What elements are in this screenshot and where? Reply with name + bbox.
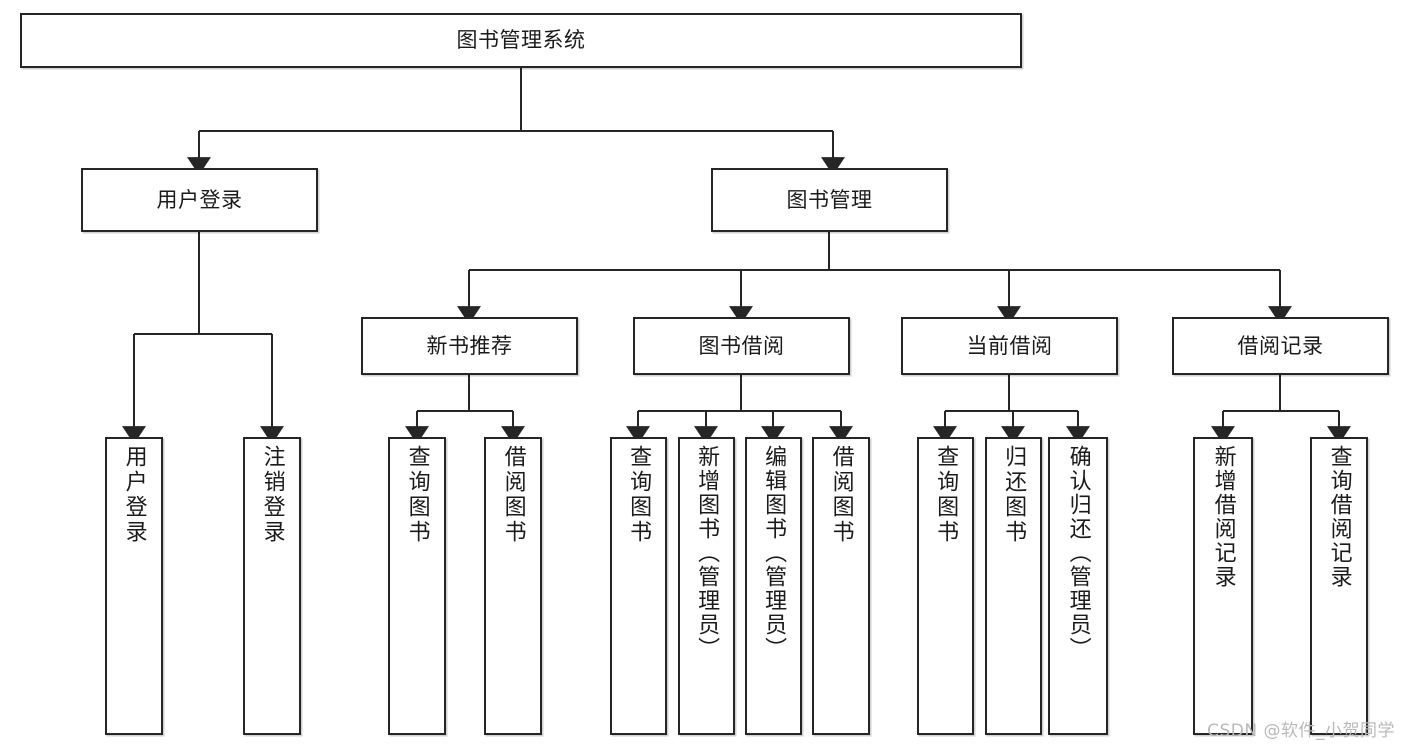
node-leaf-add-book-label: 新增图书（管理员） bbox=[694, 445, 720, 661]
node-current-borrow-label: 当前借阅 bbox=[966, 333, 1053, 358]
node-leaf-borrow-books-1-label: 借阅图书 bbox=[500, 445, 526, 545]
node-borrow-record-label: 借阅记录 bbox=[1237, 333, 1324, 358]
node-leaf-borrow-books-1[interactable]: 借阅图书 bbox=[484, 437, 542, 735]
node-leaf-edit-book-label: 编辑图书（管理员） bbox=[761, 445, 787, 661]
watermark-text: CSDN @软件_小贺同学 bbox=[1207, 721, 1395, 741]
node-leaf-confirm-return[interactable]: 确认归还（管理员） bbox=[1048, 437, 1108, 735]
node-leaf-edit-book[interactable]: 编辑图书（管理员） bbox=[745, 437, 802, 735]
node-book-management-label: 图书管理 bbox=[786, 187, 873, 212]
node-leaf-query-books-1-label: 查询图书 bbox=[404, 445, 430, 545]
node-book-borrow[interactable]: 图书借阅 bbox=[633, 317, 850, 375]
node-leaf-add-book[interactable]: 新增图书（管理员） bbox=[678, 437, 735, 735]
node-leaf-borrow-books-2-label: 借阅图书 bbox=[828, 445, 854, 545]
node-leaf-query-books-2-label: 查询图书 bbox=[626, 445, 652, 545]
node-leaf-borrow-books-2[interactable]: 借阅图书 bbox=[812, 437, 870, 735]
node-book-management[interactable]: 图书管理 bbox=[711, 168, 948, 232]
node-leaf-add-record-label: 新增借阅记录 bbox=[1210, 445, 1236, 589]
node-user-login[interactable]: 用户登录 bbox=[81, 168, 318, 232]
node-leaf-query-record-label: 查询借阅记录 bbox=[1326, 445, 1352, 589]
node-leaf-query-books-1[interactable]: 查询图书 bbox=[388, 437, 446, 735]
node-leaf-logout-label: 注销登录 bbox=[259, 445, 285, 545]
node-new-book-recommend[interactable]: 新书推荐 bbox=[361, 317, 578, 375]
node-borrow-record[interactable]: 借阅记录 bbox=[1172, 317, 1389, 375]
node-root[interactable]: 图书管理系统 bbox=[20, 13, 1022, 68]
node-new-book-recommend-label: 新书推荐 bbox=[426, 333, 513, 358]
node-leaf-confirm-return-label: 确认归还（管理员） bbox=[1065, 445, 1091, 661]
node-leaf-query-books-3[interactable]: 查询图书 bbox=[917, 437, 974, 735]
node-leaf-return-book[interactable]: 归还图书 bbox=[985, 437, 1042, 735]
node-leaf-query-books-3-label: 查询图书 bbox=[933, 445, 959, 545]
node-leaf-user-login[interactable]: 用户登录 bbox=[105, 437, 163, 735]
node-leaf-query-record[interactable]: 查询借阅记录 bbox=[1310, 437, 1368, 735]
node-book-borrow-label: 图书借阅 bbox=[698, 333, 785, 358]
node-user-login-label: 用户登录 bbox=[156, 187, 243, 212]
node-leaf-query-books-2[interactable]: 查询图书 bbox=[610, 437, 667, 735]
node-current-borrow[interactable]: 当前借阅 bbox=[901, 317, 1118, 375]
node-leaf-add-record[interactable]: 新增借阅记录 bbox=[1193, 437, 1253, 735]
node-leaf-user-login-label: 用户登录 bbox=[121, 445, 147, 545]
node-leaf-logout[interactable]: 注销登录 bbox=[243, 437, 301, 735]
node-leaf-return-book-label: 归还图书 bbox=[1001, 445, 1027, 545]
node-root-label: 图书管理系统 bbox=[456, 28, 586, 53]
